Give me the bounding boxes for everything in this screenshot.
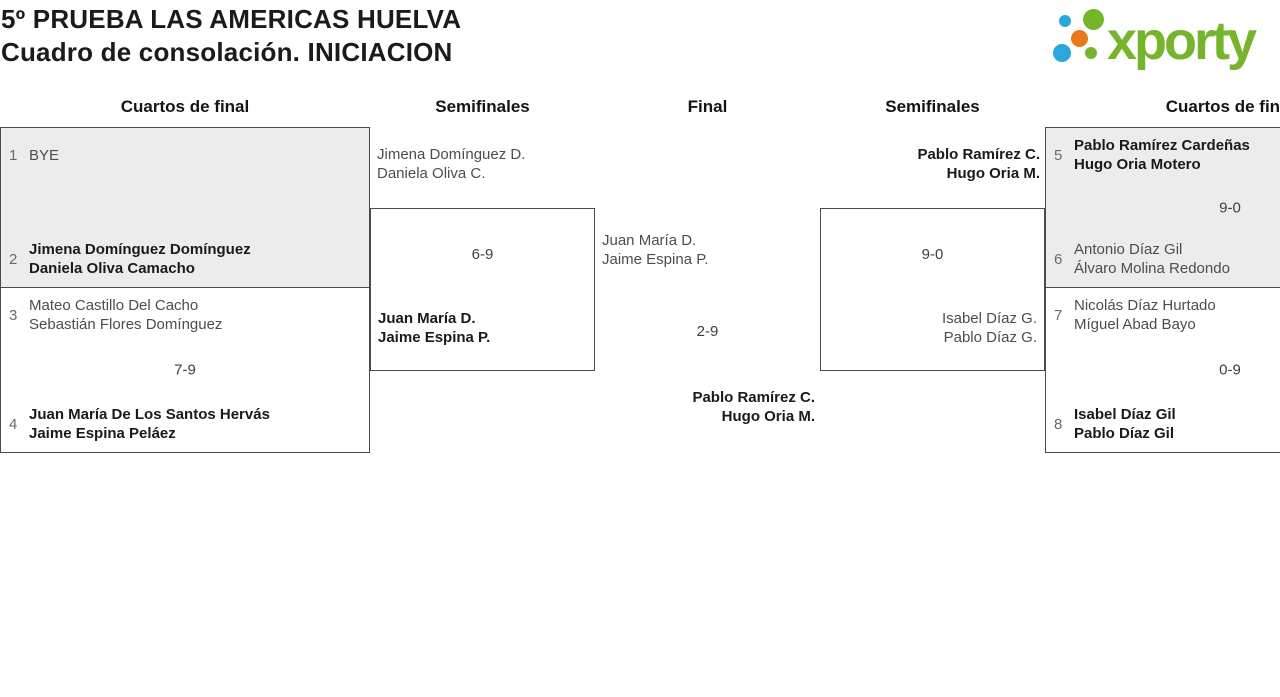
team-row: 8 Isabel Díaz Gil Pablo Díaz Gil [1054,405,1280,443]
match-score: 9-0 [1219,199,1241,216]
round-header-semifinals-right: Semifinales [885,97,980,116]
team-names: Isabel Díaz G. Pablo Díaz G. [941,310,1037,346]
team-names: Antonio Díaz Gil Álvaro Molina Redondo [1074,241,1230,277]
team-row: 6 Antonio Díaz Gil Álvaro Molina Redondo [1054,240,1280,278]
team-names: Nicolás Díaz Hurtado Míguel Abad Bayo [1074,297,1216,333]
match-box-sf-right: 9-0 Isabel Díaz G. Pablo Díaz G. [820,208,1045,371]
team-names: BYE [29,146,60,164]
team-names: Juan María D. Jaime Espina P. [602,232,709,268]
match-box-qf-left-1: 1 BYE 2 Jimena Domínguez Domínguez Danie… [0,127,370,288]
logo-dot-icon [1059,15,1071,27]
match-score: 6-9 [471,246,494,263]
logo-dot-icon [1053,44,1071,62]
logo-dot-icon [1085,47,1097,59]
seed-number: 7 [1054,306,1063,324]
seed-number: 5 [1054,146,1063,164]
round-header-quarterfinals-left: Cuartos de final [120,97,250,116]
team-row: 5 Pablo Ramírez Cardeñas Hugo Oria Moter… [1054,136,1280,174]
team-row: 7 Nicolás Díaz Hurtado Míguel Abad Bayo [1054,296,1280,334]
xporty-logo[interactable]: xporty [1050,0,1280,78]
match-box-qf-right-1: 5 Pablo Ramírez Cardeñas Hugo Oria Moter… [1045,127,1280,288]
team-names: Pablo Ramírez Cardeñas Hugo Oria Motero [1074,137,1250,173]
logo-dot-icon [1071,30,1088,47]
match-box-sf-left: 6-9 Juan María D. Jaime Espina P. [370,208,595,371]
seed-number: 4 [9,415,18,433]
match-score: 2-9 [696,323,719,340]
team-names: Isabel Díaz Gil Pablo Díaz Gil [1074,406,1176,442]
team-names: Pablo Ramírez C. Hugo Oria M. [917,146,1040,182]
seed-number: 2 [9,250,18,268]
bracket-subtitle: Cuadro de consolación. INICIACION [1,37,453,67]
team-row: 1 BYE [9,136,363,174]
match-score: 7-9 [174,361,196,379]
match-score: 9-0 [921,246,944,263]
logo-dot-icon [1083,9,1104,30]
match-score: 0-9 [1219,361,1241,379]
seed-number: 1 [9,146,18,164]
team-names: Juan María D. Jaime Espina P. [378,310,491,346]
round-header-semifinals-left: Semifinales [435,97,530,116]
team-names: Mateo Castillo Del Cacho Sebastián Flore… [29,297,223,333]
seed-number: 8 [1054,415,1063,433]
team-row: 3 Mateo Castillo Del Cacho Sebastián Flo… [9,296,363,334]
match-box-qf-right-2: 7 Nicolás Díaz Hurtado Míguel Abad Bayo … [1045,287,1280,453]
logo-wordmark: xporty [1107,11,1257,71]
team-row: 4 Juan María De Los Santos Hervás Jaime … [9,405,363,443]
tournament-title: 5º PRUEBA LAS AMERICAS HUELVA [1,4,462,34]
team-row: 2 Jimena Domínguez Domínguez Daniela Oli… [9,240,363,278]
seed-number: 6 [1054,250,1063,268]
team-names: Jimena Domínguez D. Daniela Oliva C. [377,146,526,182]
round-header-final: Final [687,97,728,116]
team-names: Pablo Ramírez C. Hugo Oria M. [692,389,815,425]
match-box-qf-left-2: 3 Mateo Castillo Del Cacho Sebastián Flo… [0,287,370,453]
round-header-quarterfinals-right: Cuartos de final [1165,97,1280,116]
team-names: Juan María De Los Santos Hervás Jaime Es… [29,406,270,442]
team-names: Jimena Domínguez Domínguez Daniela Oliva… [29,241,251,277]
seed-number: 3 [9,306,18,324]
